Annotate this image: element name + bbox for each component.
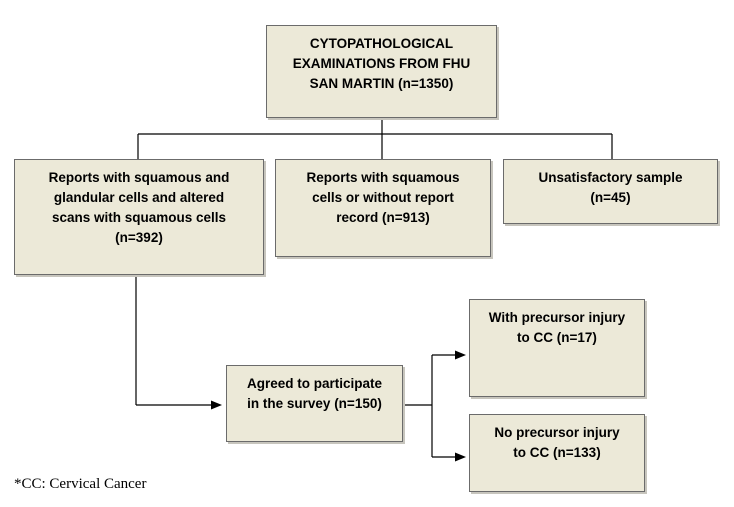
squamous-reports-box: Reports with squamous cells or without r… — [275, 159, 491, 257]
unsatisfactory-sample-box: Unsatisfactory sample (n=45) — [503, 159, 718, 224]
precursor-injury-box: With precursor injury to CC (n=17) — [469, 299, 645, 397]
total-examinations-box: CYTOPATHOLOGICAL EXAMINATIONS FROM FHU S… — [266, 25, 497, 118]
survey-participants-box: Agreed to participate in the survey (n=1… — [226, 365, 403, 442]
altered-reports-box: Reports with squamous and glandular cell… — [14, 159, 264, 275]
footnote: *CC: Cervical Cancer — [14, 476, 147, 492]
no-precursor-injury-box: No precursor injury to CC (n=133) — [469, 414, 645, 492]
